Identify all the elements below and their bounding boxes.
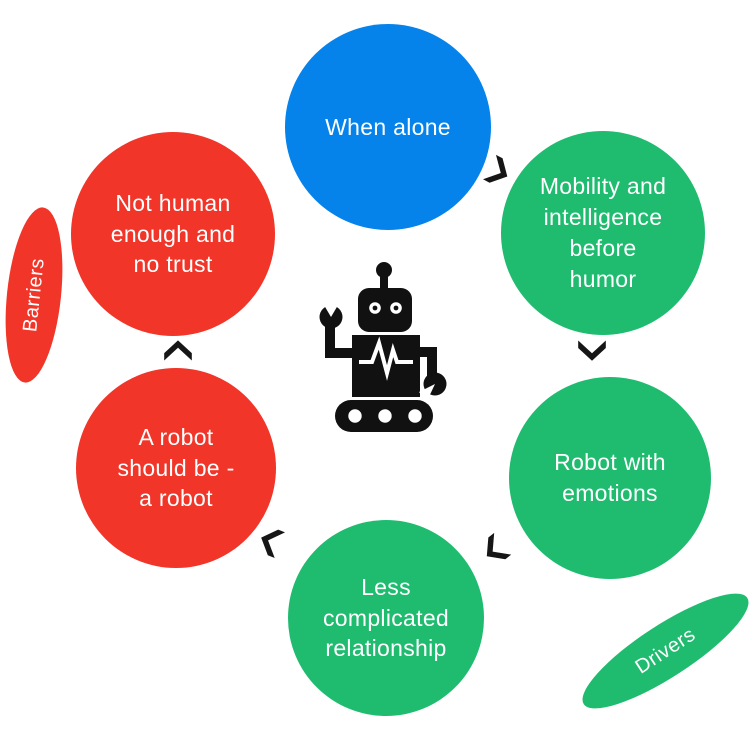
node-when-alone-label: When alone	[325, 113, 451, 140]
drivers-badge: Drivers	[569, 576, 750, 726]
node-not-human-enough: Not human enough and no trust	[71, 132, 275, 336]
chevron-arrow-icon	[578, 340, 606, 361]
node-when-alone: When alone	[285, 24, 491, 230]
node-robot-should-be: A robot should be - a robot	[76, 368, 276, 568]
node-robot-with-emotions: Robot with emotions	[509, 377, 711, 579]
node-less-complicated: Less complicated relationship	[288, 520, 484, 716]
drivers-badge-label: Drivers	[631, 623, 700, 679]
chevron-arrow-icon	[483, 154, 508, 183]
node-robot-should-be-label: A robot should be - a robot	[117, 423, 235, 512]
node-mobility-intelligence-label: Mobility and intelligence before humor	[539, 173, 667, 292]
node-less-complicated-label: Less complicated relationship	[322, 573, 450, 662]
robot-icon	[319, 262, 447, 432]
chevron-arrow-icon	[261, 529, 286, 558]
barriers-badge: Barriers	[0, 204, 71, 386]
node-not-human-enough-label: Not human enough and no trust	[110, 189, 236, 278]
node-robot-with-emotions-label: Robot with emotions	[554, 449, 666, 506]
chevron-arrow-icon	[164, 340, 192, 361]
node-mobility-intelligence: Mobility and intelligence before humor	[501, 131, 705, 335]
barriers-badge-label: Barriers	[18, 257, 49, 333]
chevron-arrow-icon	[486, 532, 512, 560]
